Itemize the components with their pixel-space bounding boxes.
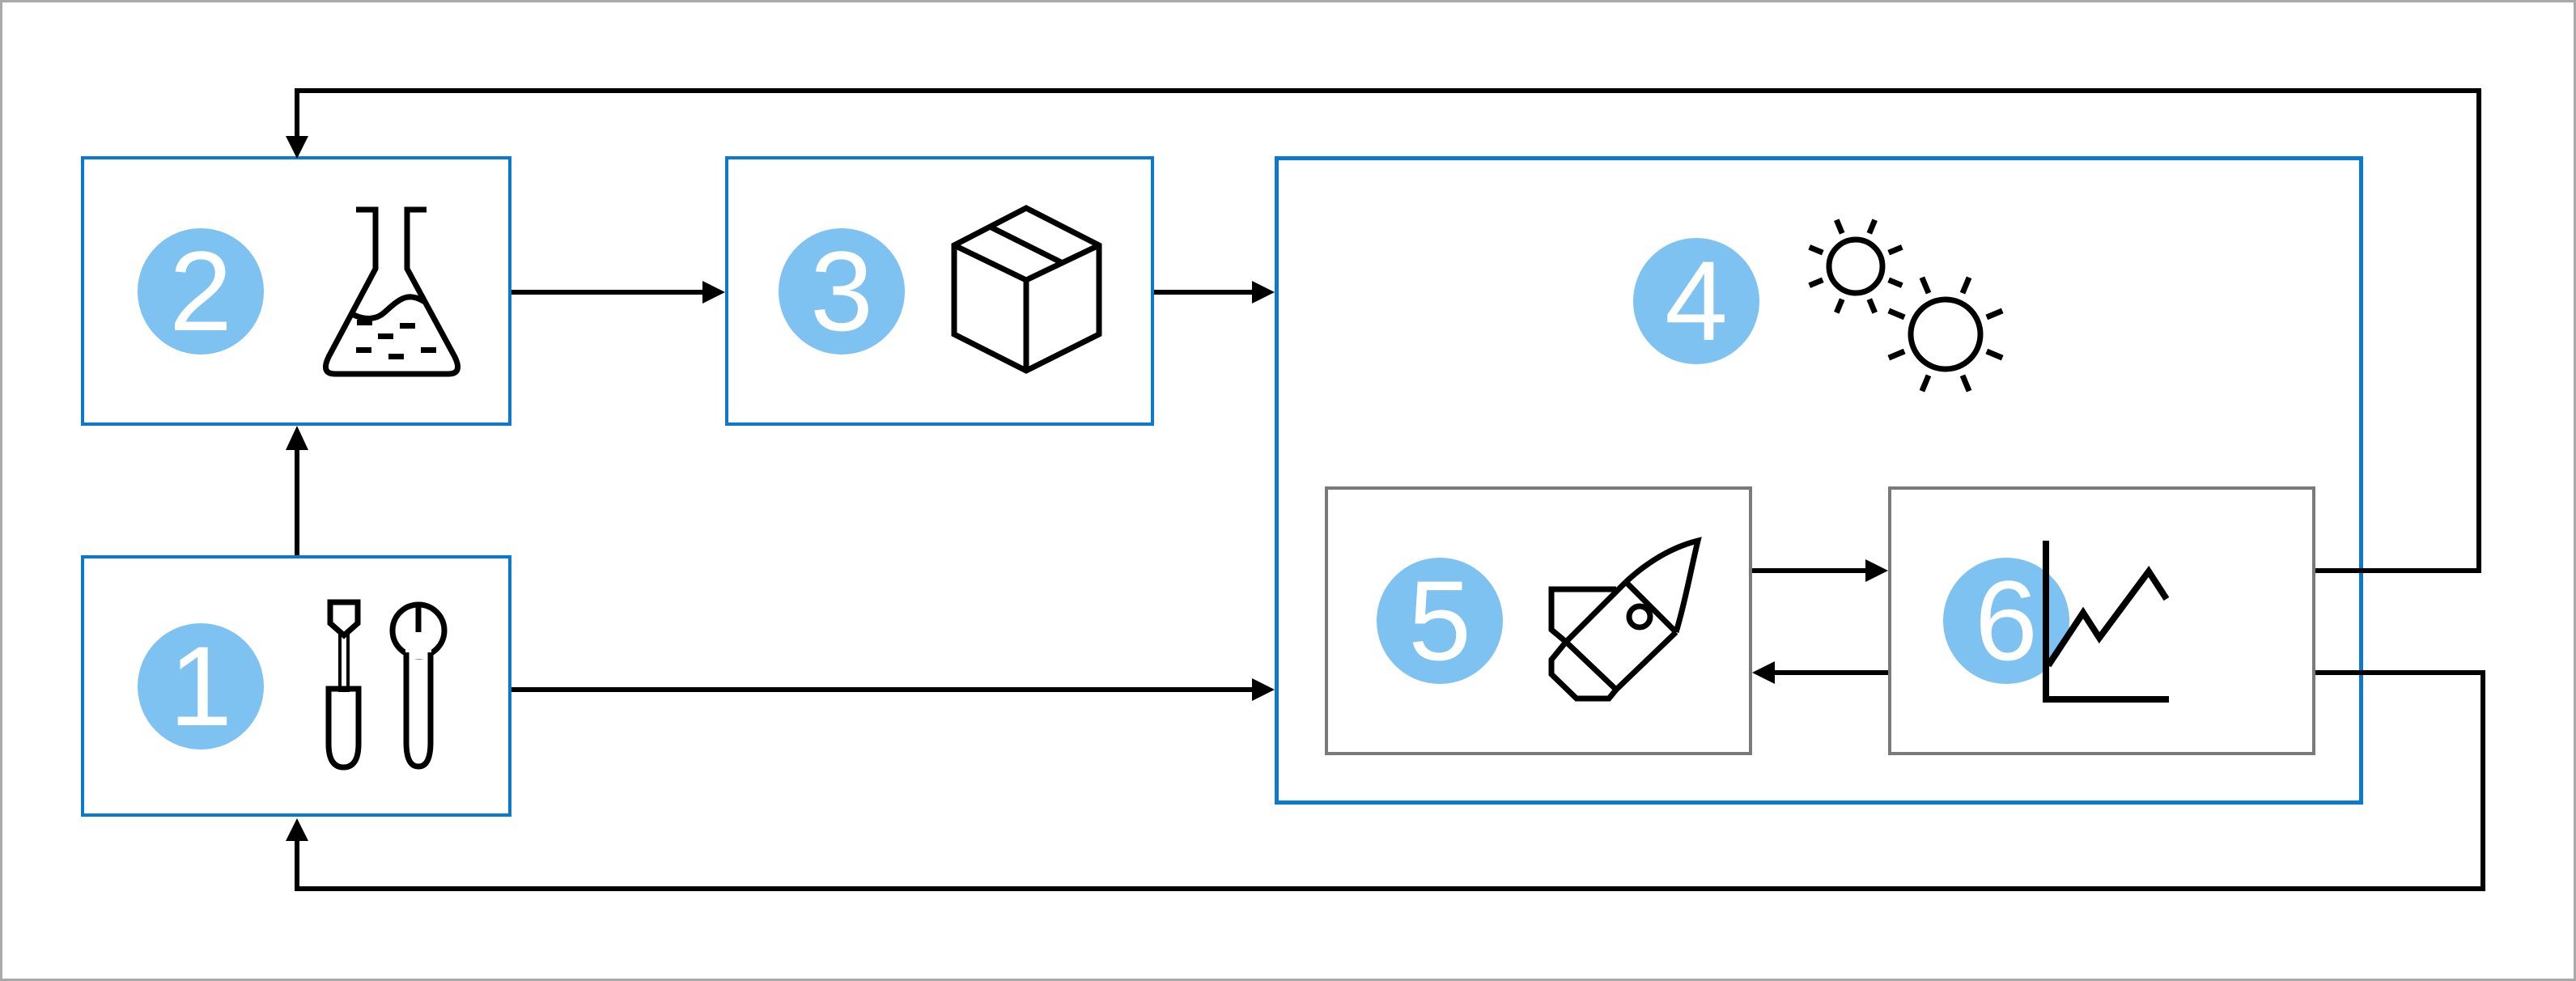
step-box-2 bbox=[81, 156, 511, 426]
wrench-icon bbox=[389, 601, 448, 770]
step-number-3: 3 bbox=[779, 228, 905, 355]
line-chart-icon bbox=[2043, 541, 2170, 703]
step-number-2: 2 bbox=[138, 228, 264, 355]
suns-icon bbox=[1808, 219, 2004, 393]
arrow-2-to-3 bbox=[511, 281, 725, 304]
flask-icon bbox=[322, 206, 461, 377]
arrow-5-to-6 bbox=[1752, 559, 1888, 582]
feedback-loop-top-6-to-2 bbox=[286, 88, 2481, 573]
step-box-3 bbox=[725, 156, 1154, 426]
flask-particles bbox=[356, 320, 436, 359]
step-number-1: 1 bbox=[138, 623, 264, 750]
step-5-label: 5 bbox=[1408, 557, 1471, 684]
feedback-loop-bottom-6-to-1 bbox=[286, 670, 2485, 891]
step-number-5: 5 bbox=[1377, 558, 1503, 684]
step-1-label: 1 bbox=[169, 622, 232, 750]
rocket-window bbox=[1626, 603, 1653, 631]
step-box-4 bbox=[1275, 156, 2363, 805]
step-number-4: 4 bbox=[1633, 238, 1759, 364]
step-4-label: 4 bbox=[1665, 237, 1728, 364]
arrow-1-to-2 bbox=[286, 426, 308, 555]
tools-icon bbox=[325, 599, 448, 771]
step-box-6 bbox=[1888, 486, 2315, 755]
arrow-1-to-4 bbox=[511, 678, 1275, 701]
package-icon bbox=[951, 205, 1102, 374]
arrow-3-to-4 bbox=[1154, 281, 1275, 304]
step-6-label: 6 bbox=[1975, 557, 2038, 684]
rocket-icon bbox=[1548, 537, 1702, 702]
step-2-label: 2 bbox=[169, 227, 232, 355]
arrow-6-to-5 bbox=[1752, 661, 1888, 684]
step-3-label: 3 bbox=[810, 227, 873, 355]
screwdriver-icon bbox=[325, 599, 362, 771]
step-box-1 bbox=[81, 555, 511, 817]
step-box-5 bbox=[1325, 486, 1752, 755]
